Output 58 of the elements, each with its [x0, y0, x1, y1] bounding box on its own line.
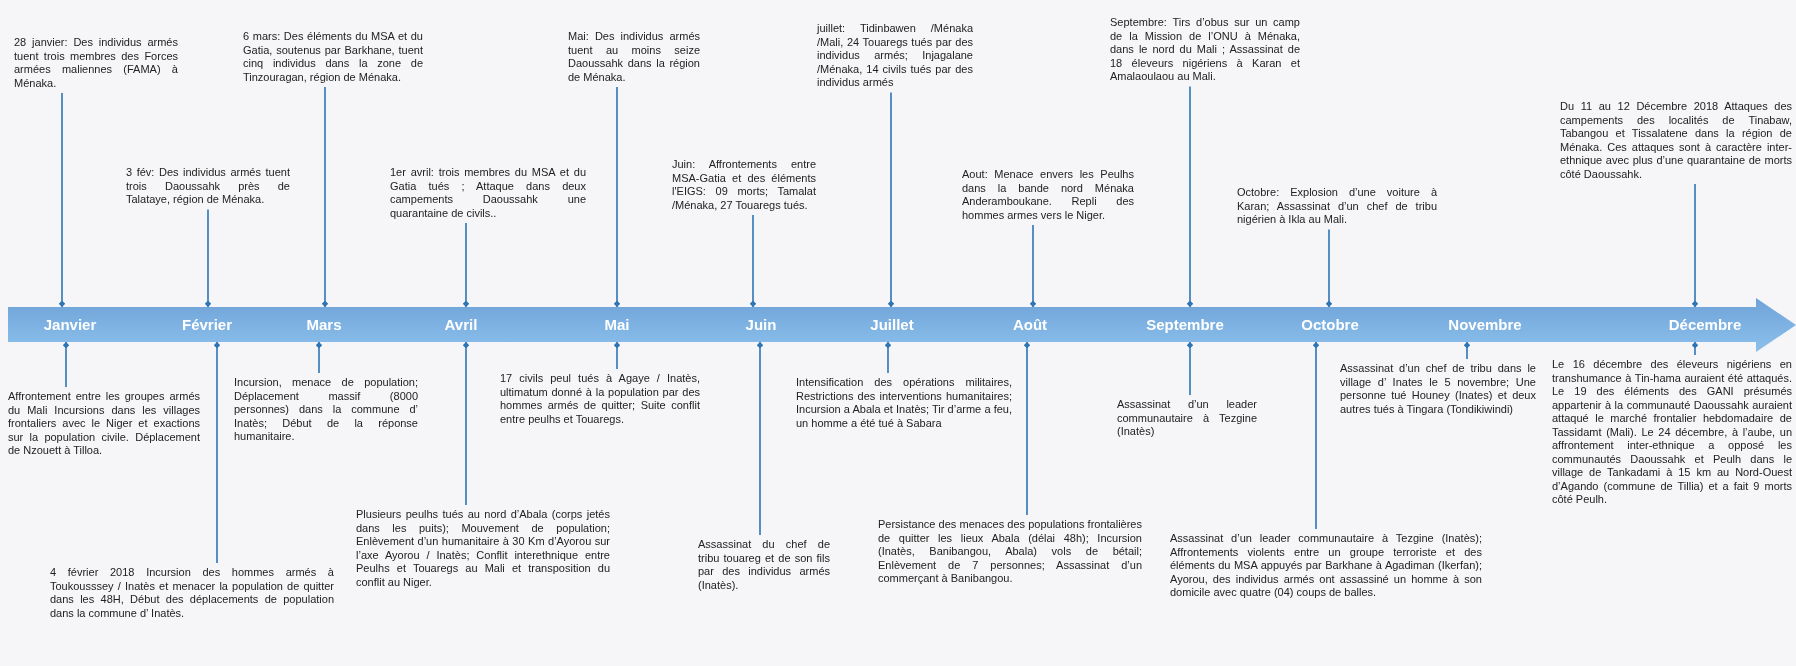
connector-line	[462, 222, 470, 308]
connector-line	[62, 341, 70, 388]
event-note: Incursion, menace de population; Déplacement massif (8000 personnes) dans la commune d’ Inatès; Début de la réponse humanitaire.	[234, 376, 418, 444]
event-note: Assassinat d’un leader communautaire à Tezgine (Inatès); Affrontements violents entre un groupe terroriste et des éléments du MSA appuyés par Barkhane à Agadiman (Ikerfan); Ayorou, des individus armés ont assassiné un homme à son domicile avec quatre (04) coups de balles.	[1170, 532, 1482, 600]
connector-line	[321, 86, 329, 308]
event-note: 3 fév: Des individus armés tuent trois Daoussahk près de Talataye, région de Ménaka.	[126, 166, 290, 207]
connector-line	[213, 341, 221, 564]
connector-line	[613, 86, 621, 308]
connector-line	[1691, 341, 1699, 356]
event-note: Mai: Des individus armés tuent au moins seize Daoussahk dans la région de Ménaka.	[568, 30, 700, 84]
month-label: Février	[157, 307, 257, 342]
month-label: Octobre	[1280, 307, 1380, 342]
connector-line	[756, 341, 764, 536]
event-note: Intensification des opérations militaires, Restrictions des interventions humanitaires; Incursion a Abala et Inatès; Tir d’arme a feu, un homme a été tué à Sabara	[796, 376, 1012, 430]
event-note: Assassinat d’un leader communautaire à Tezgine (Inatès)	[1117, 398, 1257, 439]
event-note: Aout: Menace envers les Peulhs dans la bande nord Ménaka Anderamboukane. Repli des hommes armes vers le Niger.	[962, 168, 1134, 222]
month-label: Juillet	[842, 307, 942, 342]
event-note: Assassinat du chef de tribu touareg et de son fils par des individus armés (Inatès).	[698, 538, 830, 592]
event-note: Le 16 décembre des éleveurs nigériens en transhumance à Tin-hama auraient été attaqués. Le 19 des éléments des GANI présumés appartenir à la communauté Daoussahk auraient attaqué le marché frontalier hebdomadaire de Tassidamt (Mali). Le 24 décembre, à l’aube, un affrontement inter-ethnique a opposé les communautés Daoussahk et Peulh dans le village de Tankadami à 15 km au Nord-Ouest d’Agando (commune de Tillia) et a fait 9 morts côté Peulh.	[1552, 358, 1792, 507]
event-note: Persistance des menaces des populations frontalières de quitter les lieux Abala (délai 48h); Incursion (Inatès, Banibangou, Abala) vols de bétail; Enlèvement de 7 personnes; Assassinat d’un commerçant à Banibangou.	[878, 518, 1142, 586]
event-note: 6 mars: Des éléments du MSA et du Gatia, soutenus par Barkhane, tuent cinq individus dans la zone de Tinzouragan, région de Ménaka.	[243, 30, 423, 84]
event-note: Septembre: Tirs d’obus sur un camp de la Mission de l’ONU à Ménaka, dans le nord du Mali ; Assassinat de 18 éleveurs nigériens à Karan et Amalaoulaou au Mali.	[1110, 16, 1300, 84]
event-note: Assassinat d’un chef de tribu dans le village d’ Inates le 5 novembre; Une personne tué Houney (Inates) et deux autres tués à Tingara (Tondikiwindi)	[1340, 362, 1536, 416]
month-label: Novembre	[1435, 307, 1535, 342]
event-note: Juin: Affrontements entre MSA-Gatia et des éléments l'EIGS: 09 morts; Tamalat /Ménaka, 27 Touaregs tués.	[672, 158, 816, 212]
event-note: 28 janvier: Des individus armés tuent trois membres des Forces armées maliennes (FAMA) à Ménaka.	[14, 36, 178, 90]
connector-line	[1463, 341, 1471, 360]
connector-line	[1312, 341, 1320, 530]
connector-line	[1029, 224, 1037, 308]
month-label: Mars	[274, 307, 374, 342]
event-note: Du 11 au 12 Décembre 2018 Attaques des campements des localités de Tinabaw, Tabangou et Tissalatene dans la région de Ménaka. Ces attaques sont à caractère inter-ethnique avec plus d’une quarantaine de morts côté Daoussahk.	[1560, 100, 1792, 181]
month-label: Décembre	[1655, 307, 1755, 342]
connector-line	[58, 92, 66, 308]
month-label: Septembre	[1135, 307, 1235, 342]
event-note: 1er avril: trois membres du MSA et du Gatia tués ; Attaque dans deux campements Daoussahk une quarantaine de civils..	[390, 166, 586, 220]
connector-line	[315, 341, 323, 374]
connector-line	[462, 341, 470, 506]
event-note: 17 civils peul tués à Agaye / Inatès, ultimatum donné à la population par des hommes armés de quitter; Suite conflit entre peulhs et Touaregs.	[500, 372, 700, 426]
event-note: Plusieurs peulhs tués au nord d’Abala (corps jetés dans les puits); Mouvement de population; Enlèvement d’un humanitaire à 30 Km d’Ayorou sur l’axe Ayorou / Inatès; Conflit interethnique entre Peulhs et Touaregs au Mali et transposition du conflit au Niger.	[356, 508, 610, 589]
connector-line	[1186, 341, 1194, 396]
connector-line	[884, 341, 892, 374]
connector-line	[1325, 228, 1333, 308]
month-label: Mai	[567, 307, 667, 342]
connector-line	[1691, 183, 1699, 308]
month-label: Juin	[711, 307, 811, 342]
connector-line	[749, 214, 757, 308]
event-note: Octobre: Explosion d’une voiture à Karan; Assassinat d’un chef de tribu nigérien à Ikla au Mali.	[1237, 186, 1437, 227]
connector-line	[887, 91, 895, 308]
month-label: Avril	[411, 307, 511, 342]
event-note: juillet: Tidinbawen /Ménaka /Mali, 24 Touaregs tués par des individus armés; Injagalane /Ménaka, 14 civils tués par des individus armés	[817, 22, 973, 90]
month-label: Août	[980, 307, 1080, 342]
connector-line	[204, 208, 212, 308]
event-note: Affrontement entre les groupes armés du Mali Incursions dans les villages frontaliers avec le Niger et exactions sur la population civile. Déplacement de Nzouett à Tilloa.	[8, 390, 200, 458]
connector-line	[1186, 85, 1194, 308]
connector-line	[1023, 341, 1031, 516]
connector-line	[613, 341, 621, 370]
event-note: 4 février 2018 Incursion des hommes armés à Toukousssey / Inatès et menacer la population de quitter dans les 48H, Début des déplacements de population dans la commune d’ Inatès.	[50, 566, 334, 620]
month-label: Janvier	[20, 307, 120, 342]
